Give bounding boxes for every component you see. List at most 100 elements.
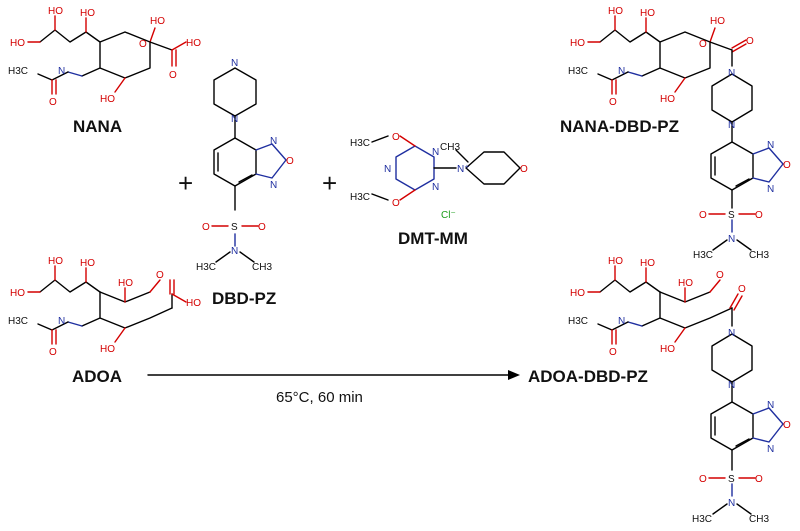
atom-sulfonamide-nitrogen: N xyxy=(728,234,735,245)
atom-sulfonamide-nitrogen: N xyxy=(231,246,238,257)
reaction-arrow xyxy=(147,370,520,380)
atom-piperazine-nitrogen: N xyxy=(231,114,238,125)
atom-methyl: H3C xyxy=(350,192,370,203)
atom-ring-oxygen: O xyxy=(139,39,147,50)
atom-oxadiazole-oxygen: O xyxy=(286,156,294,167)
atom-oxadiazole-nitrogen: N xyxy=(767,184,774,195)
atom-hydroxyl: O xyxy=(716,270,724,281)
atom-hydroxyl: HO xyxy=(710,16,725,27)
atom-piperazine-nitrogen: N xyxy=(728,328,735,339)
atom-amide-nitrogen: N xyxy=(618,66,625,77)
atom-sulfonyl-oxygen: O xyxy=(202,222,210,233)
atom-sulfonyl-oxygen: O xyxy=(699,474,707,485)
atom-carbonyl-oxygen: O xyxy=(49,347,57,358)
dmt-mm-structure: O H3C O H3C N N N N⁺ CH3 O Cl⁻ xyxy=(350,132,528,221)
atom-hydroxyl: HO xyxy=(100,344,115,355)
atom-oxadiazole-nitrogen: N xyxy=(270,136,277,147)
plus-sign: + xyxy=(322,168,337,198)
atom-oxadiazole-nitrogen: N xyxy=(270,180,277,191)
atom-carbonyl-oxygen: O xyxy=(169,70,177,81)
arrow-head xyxy=(508,370,520,380)
atom-sulfonyl-oxygen: O xyxy=(699,210,707,221)
atom-hydroxyl: HO xyxy=(10,38,25,49)
atom-hydroxyl: HO xyxy=(660,344,675,355)
atom-hydroxyl: HO xyxy=(150,16,165,27)
atom-hydroxyl: HO xyxy=(660,94,675,105)
atom-methyl: H3C xyxy=(196,262,216,273)
atom-sulfur: S xyxy=(728,210,735,221)
atom-sulfonyl-oxygen: O xyxy=(755,210,763,221)
atom-methyl: H3C xyxy=(568,66,588,77)
atom-hydroxyl: HO xyxy=(80,258,95,269)
label-adoa-dbd-pz: ADOA-DBD-PZ xyxy=(528,367,648,386)
atom-chloride: Cl⁻ xyxy=(441,210,456,221)
atom-methyl: CH3 xyxy=(252,262,272,273)
atom-hydroxyl: HO xyxy=(10,288,25,299)
atom-methoxy-oxygen: O xyxy=(392,198,400,209)
atom-methyl: CH3 xyxy=(749,250,769,261)
atom-sulfur: S xyxy=(728,474,735,485)
atom-methyl: H3C xyxy=(568,316,588,327)
atom-amide-nitrogen: N xyxy=(58,316,65,327)
atom-hydroxyl: HO xyxy=(186,298,201,309)
atom-oxadiazole-nitrogen: N xyxy=(767,444,774,455)
atom-nh: N xyxy=(231,58,238,69)
nana-dbd-pz-structure: HO HO HO HO O O HO N H3C O N N N O N S O… xyxy=(568,6,791,261)
nana-structure: HO HO HO HO O HO O HO N H3C O xyxy=(8,6,201,108)
atom-hydroxyl: HO xyxy=(570,288,585,299)
atom-oxadiazole-nitrogen: N xyxy=(767,140,774,151)
atom-oxadiazole-oxygen: O xyxy=(783,420,791,431)
atom-methyl: H3C xyxy=(350,138,370,149)
atom-hydroxyl: HO xyxy=(678,278,693,289)
atom-carbonyl-oxygen: O xyxy=(156,270,164,281)
label-nana: NANA xyxy=(73,117,122,136)
plus-sign: + xyxy=(178,168,193,198)
atom-triazine-nitrogen: N xyxy=(384,164,391,175)
atom-carbonyl-oxygen: O xyxy=(609,97,617,108)
atom-quaternary-nitrogen: N⁺ xyxy=(457,164,470,175)
atom-hydroxyl: HO xyxy=(640,8,655,19)
atom-sulfonyl-oxygen: O xyxy=(258,222,266,233)
atom-hydroxyl: HO xyxy=(570,38,585,49)
atom-carbonyl-oxygen: O xyxy=(746,36,754,47)
atom-sulfonyl-oxygen: O xyxy=(755,474,763,485)
atom-methyl: H3C xyxy=(692,514,712,525)
label-dmt-mm: DMT-MM xyxy=(398,229,468,248)
atom-piperazine-nitrogen: N xyxy=(728,380,735,391)
atom-hydroxyl: HO xyxy=(186,38,201,49)
atom-hydroxyl: HO xyxy=(100,94,115,105)
atom-oxadiazole-nitrogen: N xyxy=(767,400,774,411)
atom-hydroxyl: HO xyxy=(608,6,623,17)
atom-morpholine-oxygen: O xyxy=(520,164,528,175)
reaction-condition: 65°C, 60 min xyxy=(276,389,363,406)
atom-methyl: H3C xyxy=(693,250,713,261)
atom-hydroxyl: HO xyxy=(608,256,623,267)
label-nana-dbd-pz: NANA-DBD-PZ xyxy=(560,117,679,136)
atom-piperazine-nitrogen: N xyxy=(728,68,735,79)
adoa-structure: HO HO HO HO O HO HO N H3C O xyxy=(8,256,201,358)
label-adoa: ADOA xyxy=(72,367,122,386)
atom-methyl: H3C xyxy=(8,66,28,77)
atom-amide-nitrogen: N xyxy=(618,316,625,327)
atom-hydroxyl: HO xyxy=(48,256,63,267)
atom-oxadiazole-oxygen: O xyxy=(783,160,791,171)
atom-hydroxyl: HO xyxy=(48,6,63,17)
atom-amide-nitrogen: N xyxy=(58,66,65,77)
atom-ring-oxygen: O xyxy=(699,39,707,50)
atom-sulfonamide-nitrogen: N xyxy=(728,498,735,509)
dbd-pz-structure: N N N O N S O O N H3C CH3 xyxy=(196,58,294,273)
atom-methyl: CH3 xyxy=(440,142,460,153)
atom-methyl: CH3 xyxy=(749,514,769,525)
atom-methoxy-oxygen: O xyxy=(392,132,400,143)
adoa-dbd-pz-structure: HO HO HO HO O O HO N H3C O N N N O N S O… xyxy=(568,256,791,525)
atom-carbonyl-oxygen: O xyxy=(609,347,617,358)
atom-carbonyl-oxygen: O xyxy=(49,97,57,108)
atom-triazine-nitrogen: N xyxy=(432,182,439,193)
label-dbd-pz: DBD-PZ xyxy=(212,289,276,308)
atom-hydroxyl: HO xyxy=(118,278,133,289)
atom-methyl: H3C xyxy=(8,316,28,327)
atom-piperazine-nitrogen: N xyxy=(728,120,735,131)
atom-sulfur: S xyxy=(231,222,238,233)
atom-triazine-nitrogen: N xyxy=(432,147,439,158)
